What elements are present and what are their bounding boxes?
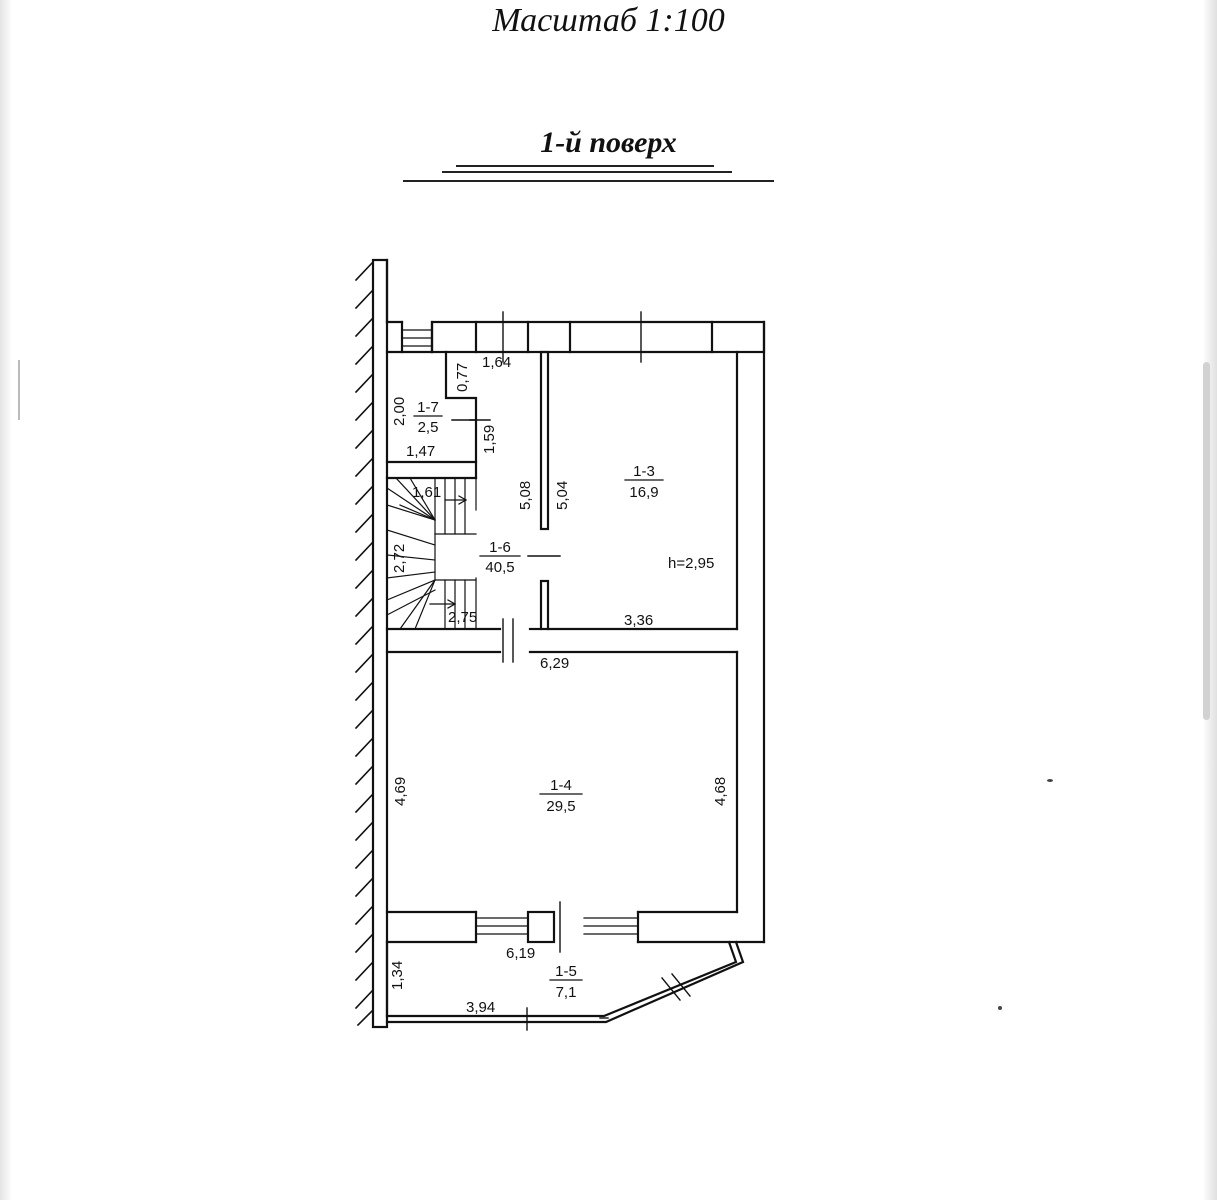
room-1-4-area: 29,5	[546, 798, 575, 815]
dim-1-64: 1,64	[482, 354, 511, 371]
wall-hatching	[354, 260, 375, 1027]
dim-2-72: 2,72	[391, 544, 408, 573]
area-fraction-lines	[413, 415, 664, 981]
dim-6-19: 6,19	[506, 945, 535, 962]
dim-1-61: 1,61	[412, 484, 441, 501]
scan-speck	[18, 360, 20, 420]
dim-2-00: 2,00	[391, 397, 408, 426]
scan-speck	[998, 1006, 1002, 1010]
title-underline	[442, 171, 732, 173]
title-underline	[403, 180, 774, 182]
title-underline	[456, 165, 714, 167]
dim-5-08: 5,08	[517, 481, 534, 510]
dim-0-77: 0,77	[454, 363, 471, 392]
room-1-7-area: 2,5	[418, 419, 439, 436]
page-edge-right	[1203, 0, 1217, 1200]
room-1-7-id: 1-7	[417, 399, 439, 416]
dim-3-36: 3,36	[624, 612, 653, 629]
dim-1-59: 1,59	[481, 425, 498, 454]
scale-title: Масштаб 1:100	[492, 2, 725, 39]
room-1-3-id: 1-3	[633, 463, 655, 480]
dim-5-04: 5,04	[554, 481, 571, 510]
dim-6-29: 6,29	[540, 655, 569, 672]
room-1-6-id: 1-6	[489, 539, 511, 556]
dim-1-34: 1,34	[389, 961, 406, 990]
page-edge-left	[0, 0, 12, 1200]
dim-2-75: 2,75	[448, 609, 477, 626]
scan-speck	[1047, 779, 1053, 782]
staircase	[386, 477, 477, 630]
dim-4-68: 4,68	[712, 777, 729, 806]
dim-1-47: 1,47	[406, 443, 435, 460]
room-1-3-area: 16,9	[629, 484, 658, 501]
ceiling-height: h=2,95	[668, 555, 714, 572]
dim-3-94: 3,94	[466, 999, 495, 1016]
threshold-steps	[401, 329, 639, 935]
room-1-5-area: 7,1	[556, 984, 577, 1001]
walls	[371, 258, 766, 1029]
floor-title: 1-й поверх	[540, 126, 677, 159]
scrollbar-thumb[interactable]	[1203, 362, 1210, 720]
room-1-4-id: 1-4	[550, 777, 572, 794]
opening-marks	[451, 311, 691, 1031]
room-1-5-id: 1-5	[555, 963, 577, 980]
room-1-6-area: 40,5	[485, 559, 514, 576]
dim-4-69: 4,69	[392, 777, 409, 806]
